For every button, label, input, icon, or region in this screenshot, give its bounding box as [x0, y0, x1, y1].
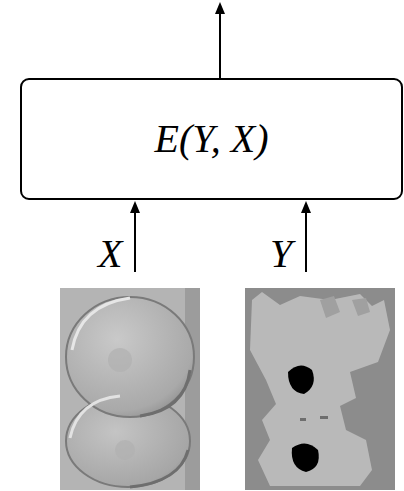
segmentation-image: [245, 288, 395, 490]
arrow-head: [215, 2, 225, 14]
arrow-head: [301, 201, 311, 213]
function-label: E(Y, X): [154, 117, 268, 161]
output-arrow: [219, 12, 221, 78]
energy-box: E(Y, X): [20, 78, 403, 200]
arrow-head: [130, 201, 140, 213]
microscopy-image: [60, 288, 200, 490]
variable-label: X: [98, 234, 122, 274]
variable-label: Y: [270, 234, 292, 274]
input-arrow: [134, 212, 136, 272]
input-arrow: [305, 212, 307, 272]
